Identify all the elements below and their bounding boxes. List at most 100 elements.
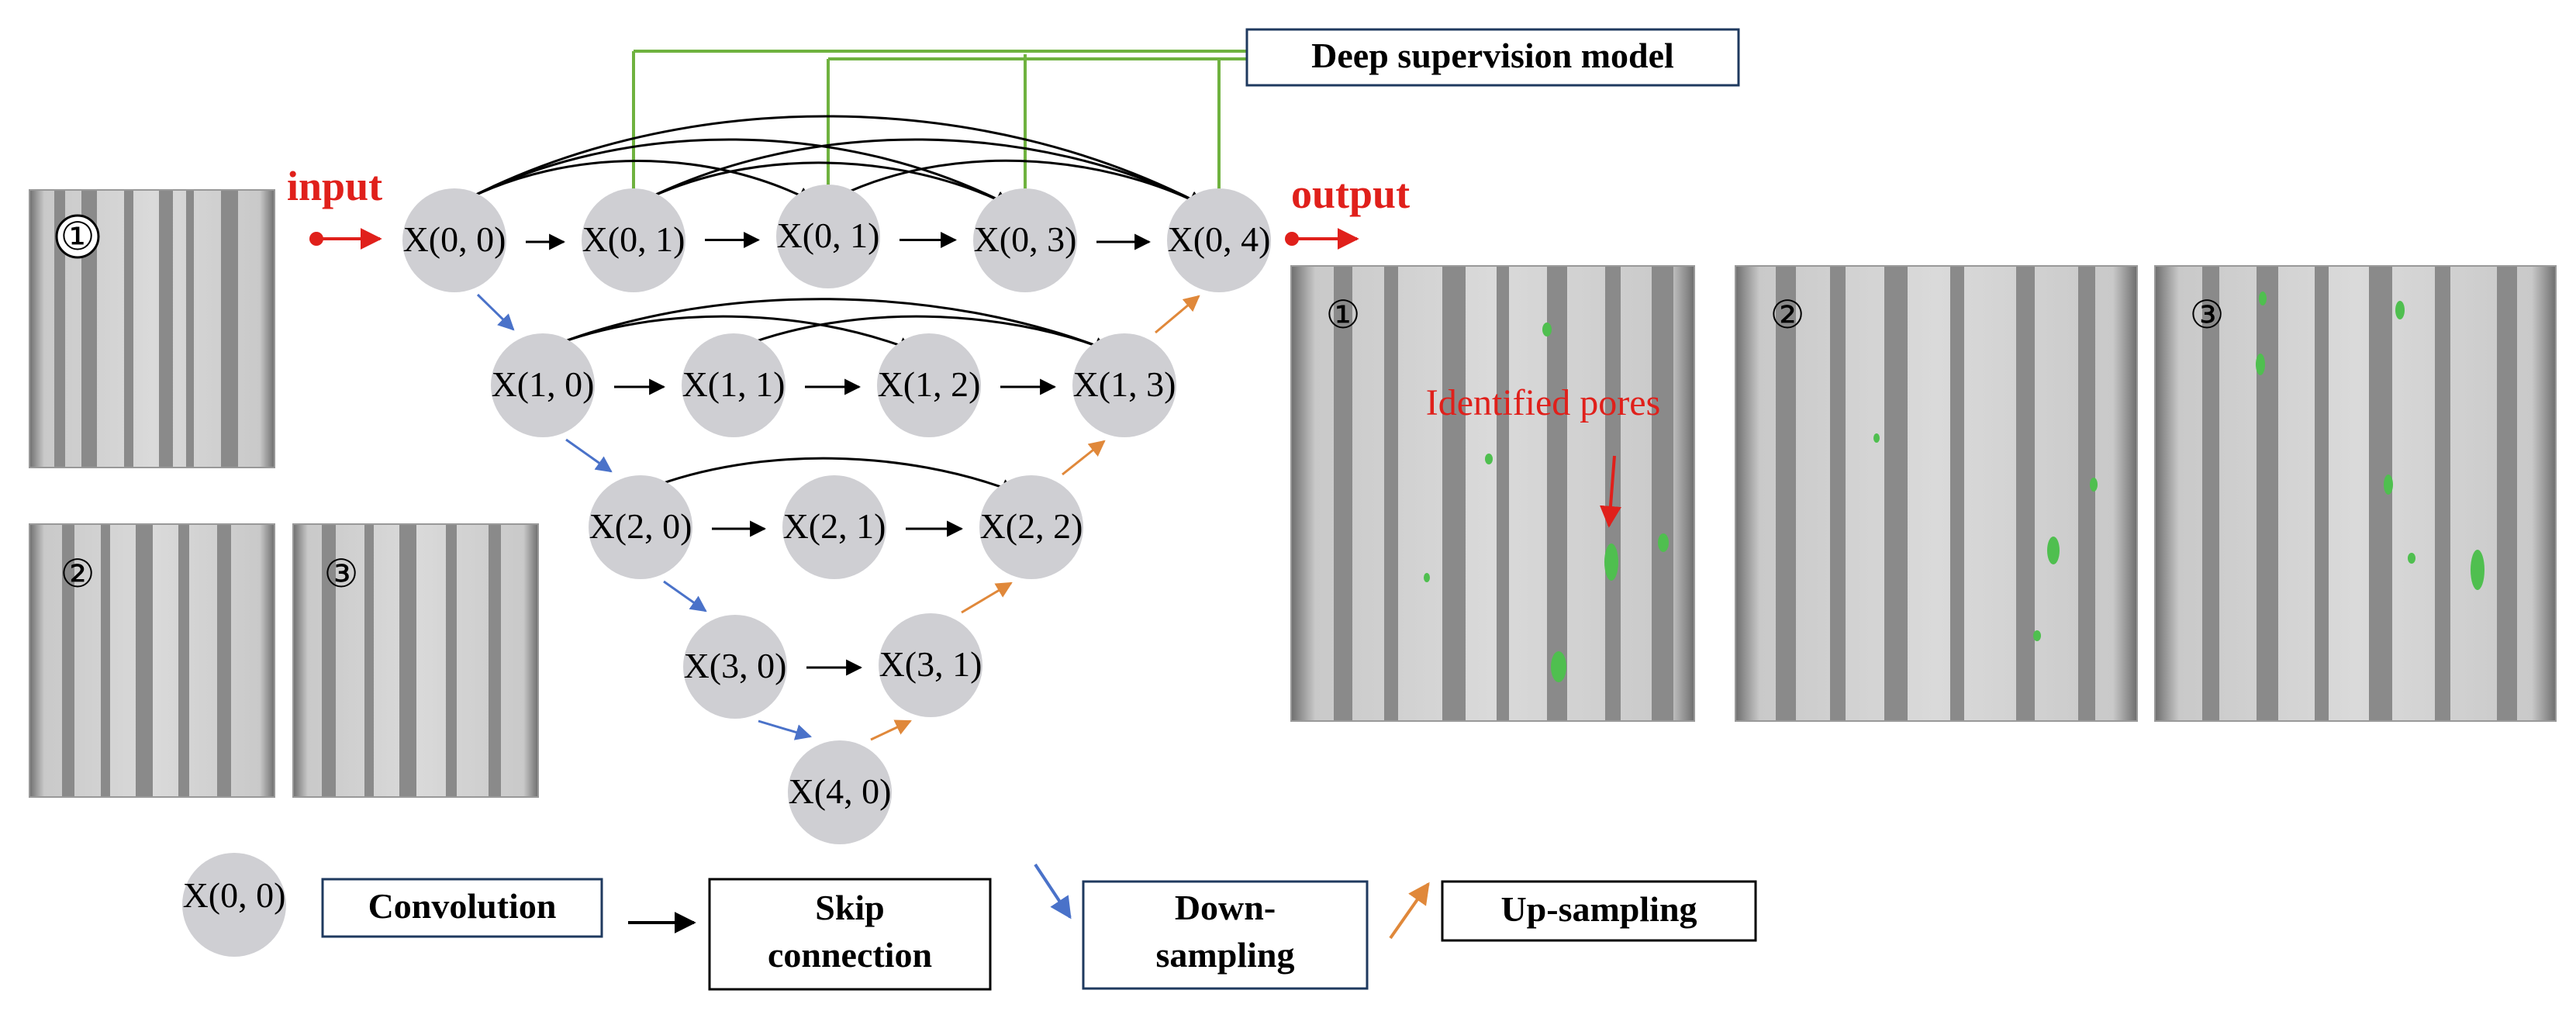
node-label: X(0, 3) xyxy=(974,219,1077,259)
output-image-1: ① Identified pores xyxy=(1290,265,1695,722)
down-arrow-n10-n20 xyxy=(565,438,613,473)
node-label: X(2, 2) xyxy=(980,506,1083,546)
node-label: X(0, 4) xyxy=(1168,219,1271,259)
legend-up-arrow xyxy=(1389,882,1430,940)
node-circle xyxy=(877,333,981,437)
down-arrow-n00-n10 xyxy=(476,293,515,331)
node-n11: X(1, 1) xyxy=(682,333,786,437)
dense-skip-n01-n03 xyxy=(641,161,1011,207)
node-label: X(1, 2) xyxy=(878,364,981,404)
legend: X(0, 0) Convolution Skip connection Down… xyxy=(182,853,1757,991)
legend-convolution-label: Convolution xyxy=(368,886,557,926)
node-n00: X(0, 0) xyxy=(402,188,506,292)
node-label: X(0, 1) xyxy=(582,219,685,259)
node-circle xyxy=(682,333,786,437)
node-n22: X(2, 2) xyxy=(979,475,1083,579)
node-circle xyxy=(1167,188,1271,292)
down-arrow-n20-n30 xyxy=(663,580,707,612)
input-badge-1: ① xyxy=(60,215,95,258)
legend-skip-label-2: connection xyxy=(768,935,932,975)
pore-markers xyxy=(1873,433,2098,641)
node-label: X(3, 1) xyxy=(879,644,982,684)
down-arrow-n30-n40 xyxy=(758,719,813,740)
node-n31: X(3, 1) xyxy=(879,613,982,717)
node-n04: X(0, 4) xyxy=(1167,188,1271,292)
dense-skip-n11-n13 xyxy=(741,315,1110,353)
dense-skip-n00-n04 xyxy=(461,115,1205,207)
node-label: X(4, 0) xyxy=(789,771,892,811)
input-image-3: ③ xyxy=(292,523,539,798)
node-circle xyxy=(589,475,692,579)
node-label: X(0, 1) xyxy=(777,216,880,255)
pore-markers xyxy=(1424,323,1669,682)
skip-connection-curves xyxy=(461,115,1205,495)
up-arrow-n31-n22 xyxy=(961,581,1013,614)
legend-convolution-box xyxy=(321,878,603,938)
node-circle xyxy=(788,740,892,844)
input-label: input xyxy=(287,163,382,209)
legend-skip-box xyxy=(708,878,992,991)
node-circle xyxy=(1072,333,1176,437)
node-label: X(1, 1) xyxy=(682,364,786,404)
dense-skip-n02-n04 xyxy=(835,159,1205,207)
node-circle xyxy=(782,475,886,579)
up-sampling-arrows xyxy=(870,295,1200,741)
pore-markers xyxy=(2256,292,2484,590)
output-image-3: ③ xyxy=(2154,265,2557,722)
dense-skip-n20-n22 xyxy=(647,457,1017,495)
node-n10: X(1, 0) xyxy=(491,333,595,437)
network-nodes: X(0, 0) X(0, 1) X(0, 1) X(0, 3) X(0, 4) X(1, … xyxy=(402,185,1271,844)
node-n12: X(1, 2) xyxy=(877,333,981,437)
output-image-2: ② xyxy=(1735,265,2138,722)
skip-connection-arrows xyxy=(526,232,1152,676)
node-label: X(3, 0) xyxy=(684,646,787,685)
dense-skip-n00-n02 xyxy=(461,160,814,203)
output-badge-1: ① xyxy=(1326,293,1361,336)
node-label: X(1, 0) xyxy=(492,364,595,404)
legend-down-label-1: Down- xyxy=(1175,888,1276,927)
node-circle xyxy=(973,188,1077,292)
output-badge-3: ③ xyxy=(2190,293,2225,336)
pores-arrow xyxy=(1599,455,1621,528)
legend-up-box xyxy=(1441,880,1757,942)
legend-down-box xyxy=(1082,880,1369,990)
legend-down-label-2: sampling xyxy=(1156,935,1295,975)
node-n20: X(2, 0) xyxy=(589,475,692,579)
node-circle xyxy=(879,613,982,717)
deep-supervision-box: Deep supervision model xyxy=(1245,28,1740,87)
node-label: X(0, 0) xyxy=(403,219,506,259)
badge-circle xyxy=(55,214,100,259)
input-badge-3: ③ xyxy=(324,552,359,595)
node-n30: X(3, 0) xyxy=(683,615,787,719)
node-circle xyxy=(979,475,1083,579)
node-label: X(2, 0) xyxy=(589,506,692,546)
legend-skip-label-1: Skip xyxy=(815,888,885,927)
legend-node-label: X(0, 0) xyxy=(183,875,286,915)
node-circle xyxy=(582,188,685,292)
dense-skip-n10-n12 xyxy=(550,315,915,353)
deep-supervision-label: Deep supervision model xyxy=(1311,36,1674,75)
node-n13: X(1, 3) xyxy=(1072,333,1176,437)
legend-down-arrow xyxy=(1034,863,1072,920)
dense-skip-n01-n04 xyxy=(641,138,1205,207)
node-circle xyxy=(491,333,595,437)
node-n40: X(4, 0) xyxy=(788,740,892,844)
node-label: X(1, 3) xyxy=(1073,364,1176,404)
identified-pores-label: Identified pores xyxy=(1426,382,1661,423)
input-image-1: ① xyxy=(29,189,275,468)
up-arrow-n40-n31 xyxy=(870,719,912,741)
node-circle xyxy=(402,188,506,292)
node-label: X(2, 1) xyxy=(783,506,886,546)
up-arrow-n13-n04 xyxy=(1155,295,1200,334)
node-n03: X(0, 3) xyxy=(973,188,1077,292)
legend-node-circle xyxy=(182,853,286,957)
node-circle xyxy=(683,615,787,719)
node-circle xyxy=(776,185,880,288)
up-arrow-n22-n13 xyxy=(1062,440,1106,476)
node-n01: X(0, 1) xyxy=(582,188,685,292)
dense-skip-n00-n03 xyxy=(461,138,1011,207)
node-n21: X(2, 1) xyxy=(782,475,886,579)
node-n02: X(0, 1) xyxy=(776,185,880,288)
output-badge-2: ② xyxy=(1770,293,1805,336)
